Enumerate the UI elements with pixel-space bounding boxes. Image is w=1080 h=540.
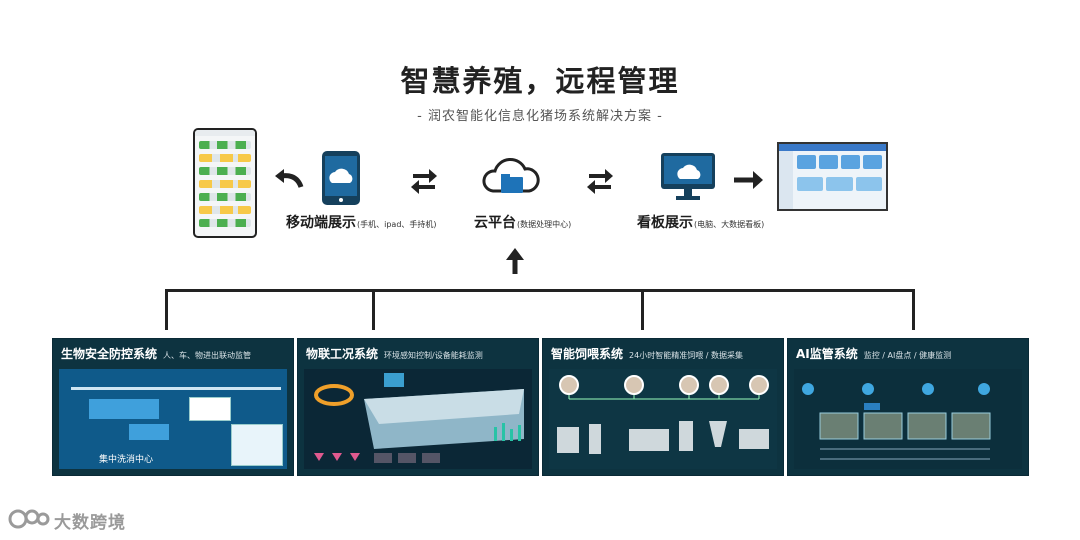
panel-caption: 集中洗消中心 — [99, 452, 153, 465]
page-subtitle: - 润农智能化信息化猪场系统解决方案 - — [0, 105, 1080, 124]
watermark-text: 大数跨境 — [54, 508, 126, 533]
connector-bus — [165, 289, 915, 292]
mobile-app-screenshot — [193, 128, 257, 238]
watermark-logo-icon — [8, 506, 50, 532]
panel-graphic: 集中洗消中心 — [59, 369, 287, 469]
panel-graphic — [794, 369, 1022, 469]
panel-ai[interactable]: AI监管系统监控 / AI盘点 / 健康监测 — [787, 338, 1029, 476]
dashboard-screenshot — [777, 142, 888, 211]
cloud-label: 云平台(数据处理中心) — [474, 212, 571, 232]
panel-graphic — [304, 369, 532, 469]
dashboard-label: 看板展示(电脑、大数据看板) — [637, 212, 764, 232]
arrow-left-icon — [273, 167, 305, 191]
swap-arrows-icon — [409, 168, 439, 194]
mobile-label: 移动端展示(手机、ipad、手持机) — [286, 212, 437, 232]
connector-drop — [912, 289, 915, 330]
page-title: 智慧养殖，远程管理 — [0, 58, 1080, 100]
smartphone-cloud-icon — [321, 150, 361, 206]
panel-iot[interactable]: 物联工况系统环境感知控制/设备能耗监测 — [297, 338, 539, 476]
panel-title: 生物安全防控系统人、车、物进出联动监管 — [61, 345, 251, 362]
connector-drop — [165, 289, 168, 330]
connector-drop — [641, 289, 644, 330]
monitor-cloud-icon — [660, 152, 716, 202]
panel-biosecurity[interactable]: 生物安全防控系统人、车、物进出联动监管 集中洗消中心 — [52, 338, 294, 476]
swap-arrows-icon — [585, 168, 615, 194]
panel-title: 物联工况系统环境感知控制/设备能耗监测 — [306, 345, 483, 362]
panel-title: AI监管系统监控 / AI盘点 / 健康监测 — [796, 345, 951, 362]
arrow-up-icon — [503, 246, 527, 276]
connector-drop — [372, 289, 375, 330]
panel-graphic — [549, 369, 777, 469]
cloud-folder-icon — [481, 151, 541, 201]
arrow-right-icon — [731, 168, 765, 192]
